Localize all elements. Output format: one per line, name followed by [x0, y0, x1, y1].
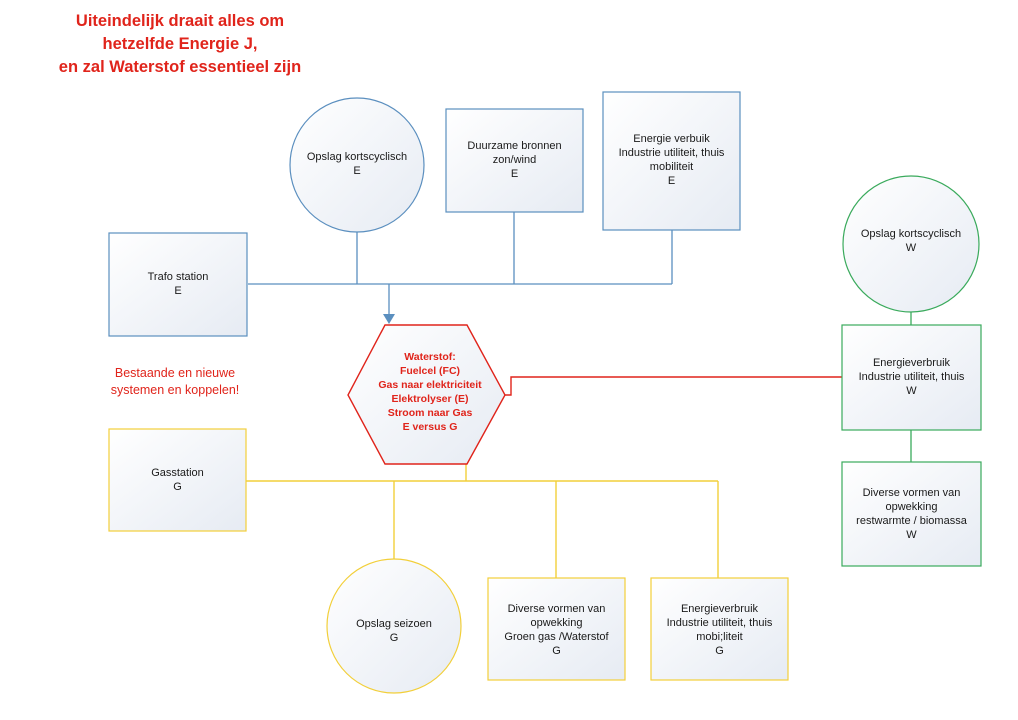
- opwekking-g-label: Diverse vormen van opwekking Groen gas /…: [504, 603, 609, 657]
- energieverbruik-g-label: Energieverbruik Industrie utiliteit, thu…: [666, 603, 773, 657]
- opslag-kortscyclisch-e-node: [289, 97, 425, 233]
- duurzame-bronnen-label: Duurzame bronnen zon/wind E: [467, 140, 562, 180]
- systems-note: Bestaande en nieuwe systemen en koppelen…: [110, 366, 240, 397]
- gasstation-node: [108, 428, 247, 532]
- waterstof-hub-label: Waterstof: Fuelcel (FC) Gas naar elektri…: [378, 351, 482, 433]
- arrow-down-icon: [383, 314, 395, 324]
- hydrogen-heat-link: [505, 376, 842, 396]
- electricity-connectors: [248, 212, 673, 316]
- trafo-station-label: Trafo station E: [147, 271, 209, 297]
- opslag-seizoen-label: Opslag seizoen G: [356, 618, 432, 644]
- gasstation-label: Gasstation G: [151, 467, 204, 493]
- energieverbruik-g-node: [650, 577, 789, 681]
- diagram-title: Uiteindelijk draait alles om hetzelfde E…: [58, 12, 302, 76]
- opslag-kortscyclisch-w-node: [842, 175, 980, 313]
- duurzame-bronnen-node: [445, 108, 584, 213]
- opwekking-w-node: [841, 461, 982, 567]
- energieverbruik-w-label: Energieverbruik Industrie utiliteit, thu…: [858, 357, 965, 397]
- trafo-station-node: [108, 232, 248, 337]
- opslag-kortscyclisch-e-label: Opslag kortscyclisch E: [306, 151, 408, 177]
- opwekking-g-node: [487, 577, 626, 681]
- opwekking-w-label: Diverse vormen van opwekking restwarmte …: [856, 487, 967, 541]
- waterstof-hub-node: [347, 324, 506, 465]
- opslag-kortscyclisch-w-label: Opslag kortscyclisch W: [860, 228, 962, 254]
- energieverbruik-w-node: [841, 324, 982, 431]
- gas-connectors: [246, 464, 719, 578]
- energie-verbruik-e-node: [602, 91, 741, 231]
- energie-verbruik-e-label: Energie verbuik Industrie utiliteit, thu…: [618, 133, 725, 187]
- opslag-seizoen-node: [326, 558, 462, 694]
